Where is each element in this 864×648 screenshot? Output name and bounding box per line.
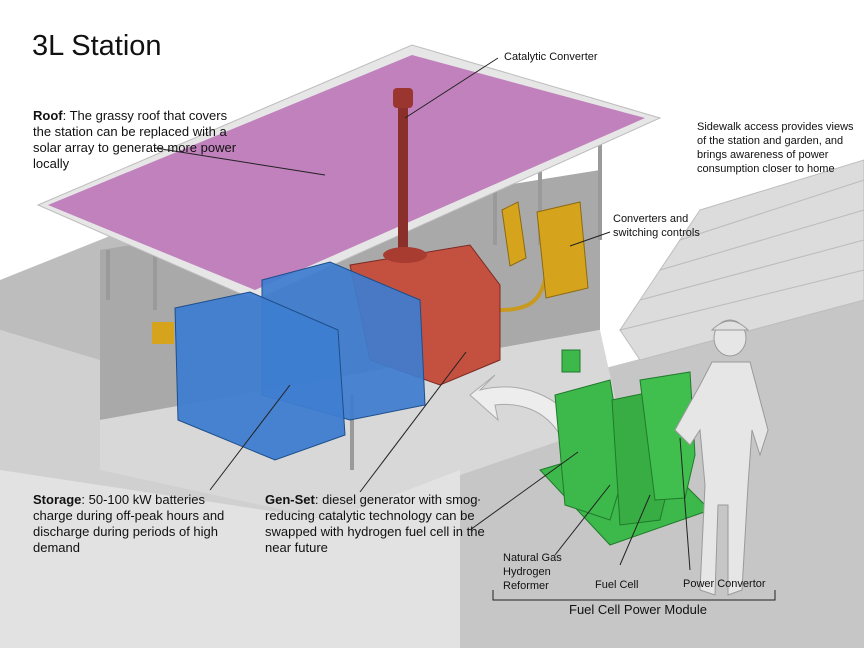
roof-description: : The grassy roof that covers the statio… [33, 108, 236, 171]
reformer-label: Natural Gas Hydrogen Reformer [503, 551, 563, 593]
module-label: Fuel Cell Power Module [569, 602, 707, 618]
genset-heading: Gen-Set [265, 492, 315, 507]
page-title: 3L Station [32, 30, 162, 63]
fuel-cell-label: Fuel Cell [595, 578, 638, 593]
battery-connector [152, 322, 174, 344]
catalytic-converter-label: Catalytic Converter [504, 50, 598, 65]
roof-label: Roof: The grassy roof that covers the st… [33, 108, 243, 172]
fuel-cell-pipe [562, 350, 580, 372]
power-convertor-label: Power Convertor [683, 577, 766, 592]
roof-heading: Roof [33, 108, 63, 123]
sidewalk-label: Sidewalk access provides views of the st… [697, 120, 857, 176]
catalytic-converter [393, 88, 413, 108]
storage-label: Storage: 50-100 kW batteries charge duri… [33, 492, 238, 556]
genset-label: Gen-Set: diesel generator with smog redu… [265, 492, 485, 556]
generator-top [383, 247, 427, 263]
storage-heading: Storage [33, 492, 81, 507]
converter-box-large [537, 202, 588, 298]
converters-label: Converters and switching controls [613, 212, 713, 240]
exhaust-pipe [398, 95, 408, 255]
